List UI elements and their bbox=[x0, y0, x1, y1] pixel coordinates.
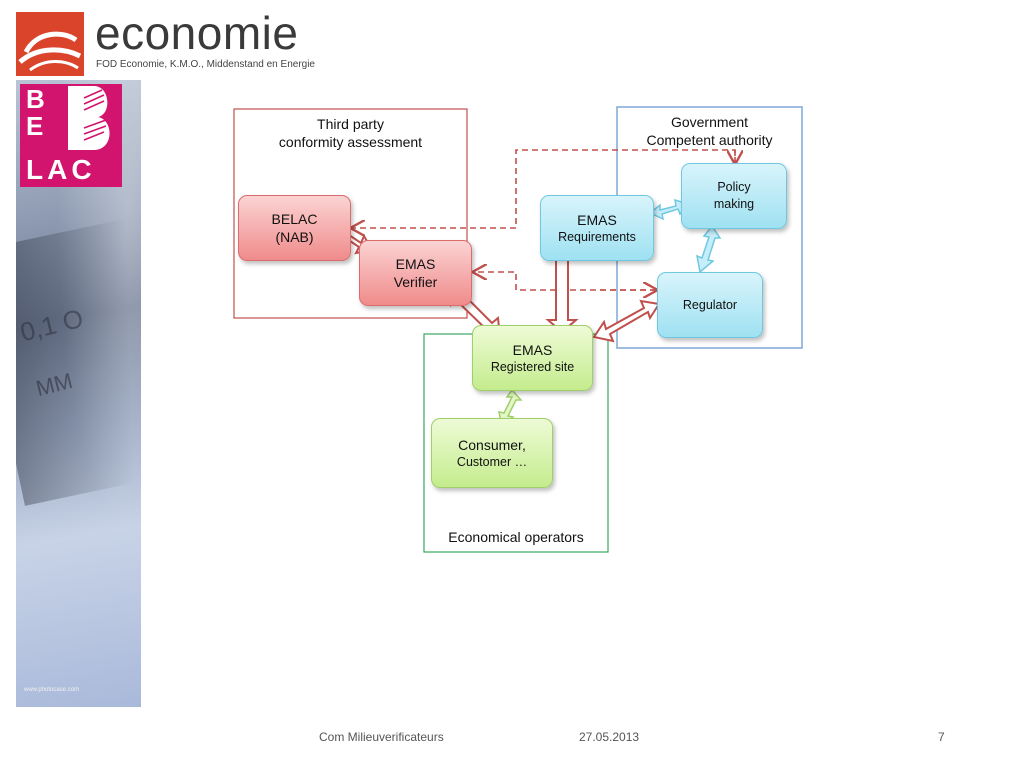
belac-logo-letters: B E bbox=[26, 86, 45, 140]
logo-wordmark: economie bbox=[95, 7, 299, 59]
belac-logo-letter-b: B bbox=[26, 84, 45, 114]
footer-title: Com Milieuverificateurs bbox=[319, 730, 444, 744]
footer-page-number: 7 bbox=[938, 730, 945, 744]
belac-logo-letter-e: E bbox=[26, 111, 44, 141]
node-regulator: Regulator bbox=[657, 272, 763, 338]
economical-label: Economical operators bbox=[448, 529, 584, 545]
belac-b-icon bbox=[68, 86, 110, 150]
dashed-arrow-policy-belac bbox=[352, 149, 736, 228]
economie-logo-icon bbox=[16, 12, 84, 76]
node-consumer: Consumer, Customer … bbox=[431, 418, 553, 488]
node-belac: BELAC (NAB) bbox=[238, 195, 351, 261]
node-emas-verifier: EMAS Verifier bbox=[359, 240, 472, 306]
logo-tagline: FOD Economie, K.M.O., Middenstand en Ene… bbox=[96, 59, 315, 70]
node-emas-requirements: EMAS Requirements bbox=[540, 195, 654, 261]
photo-credit: www.photocase.com bbox=[24, 687, 80, 693]
government-label: Government Competent authority bbox=[646, 114, 773, 148]
dashed-arrow-regulator-verifier bbox=[474, 272, 656, 291]
node-emas-registered-site: EMAS Registered site bbox=[472, 325, 593, 391]
third-party-label: Third party conformity assessment bbox=[278, 116, 423, 150]
belac-logo: B E LAC bbox=[20, 84, 122, 187]
node-policy-making: Policy making bbox=[681, 163, 787, 229]
double-arrow-site-regulator bbox=[592, 299, 661, 343]
arrow-requirements-site bbox=[545, 253, 579, 334]
third-party-frame bbox=[233, 108, 468, 319]
belac-logo-lac: LAC bbox=[26, 154, 96, 185]
footer-date: 27.05.2013 bbox=[579, 730, 640, 744]
double-arrow-policy-regulator bbox=[696, 224, 722, 274]
